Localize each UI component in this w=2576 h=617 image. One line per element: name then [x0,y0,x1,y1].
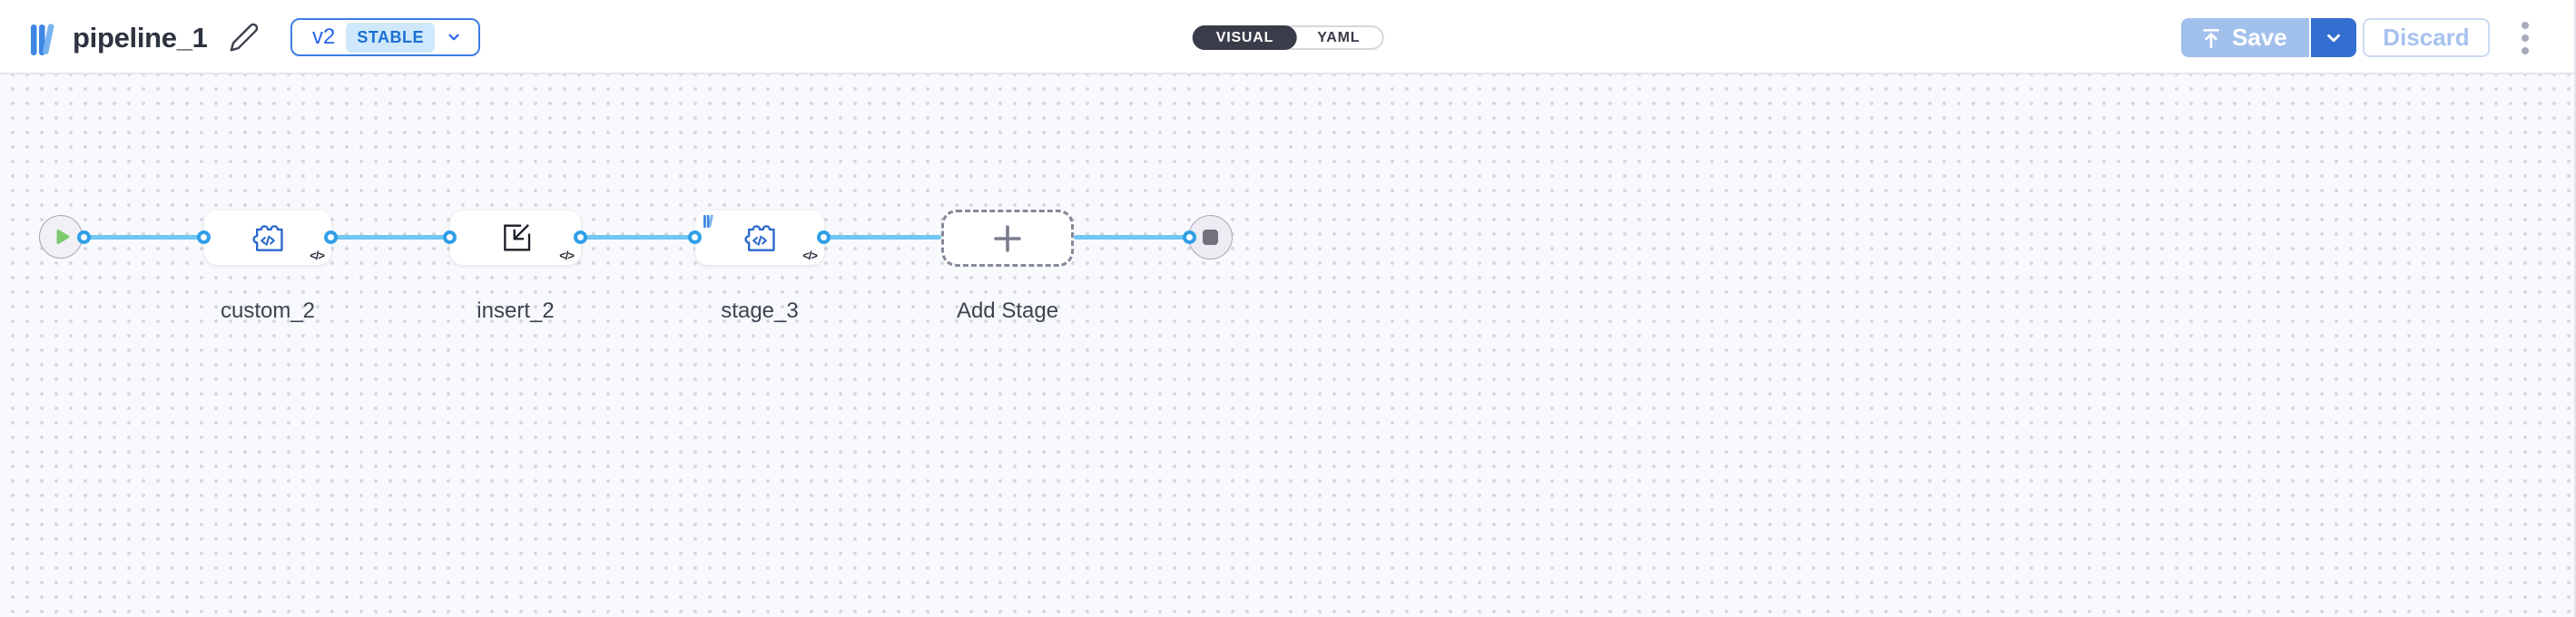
code-glyph: </> [802,249,818,262]
pipeline-start-node[interactable] [39,215,83,259]
code-glyph: </> [559,249,575,262]
save-options-button[interactable] [2310,18,2356,57]
edit-pencil-icon[interactable] [229,22,260,57]
view-mode-toggle: VISUAL YAML [1192,25,1384,50]
chevron-down-icon [2324,28,2344,48]
discard-button[interactable]: Discard [2363,18,2490,57]
tab-visual[interactable]: VISUAL [1192,25,1298,50]
pipeline-canvas[interactable]: </> </> </ [0,74,2576,617]
window-edge-divider [2574,0,2576,617]
add-stage-label: Add Stage [956,299,1059,323]
upload-icon [2199,26,2223,50]
port[interactable] [817,230,831,244]
version-status-badge: STABLE [346,22,436,53]
port[interactable] [197,230,211,244]
tab-yaml[interactable]: YAML [1317,30,1361,45]
add-stage-button[interactable] [941,210,1074,267]
port[interactable] [688,230,702,244]
chevron-down-icon [446,29,462,45]
header-bar: pipeline_1 v2 STABLE VISUAL YAML Save [0,0,2576,74]
edge [1074,235,1190,240]
port[interactable] [574,230,587,244]
edge [581,235,695,240]
stage-label: custom_2 [220,299,316,323]
version-selector[interactable]: v2 STABLE [290,18,481,56]
stage-label: insert_2 [477,299,555,323]
discard-button-label: Discard [2383,24,2470,51]
app-logo-icon [30,23,55,62]
stage-node-stage_3[interactable]: </> [695,211,824,265]
kebab-menu-icon[interactable] [2518,22,2532,54]
puzzle-code-icon [742,220,778,255]
save-split-button: Save [2181,18,2356,57]
edge [331,235,450,240]
stage-node-insert_2[interactable]: </> [450,211,581,265]
version-label: v2 [312,24,336,49]
save-button-label: Save [2232,24,2287,51]
port[interactable] [77,230,91,244]
stop-icon [1203,230,1218,245]
plus-icon [990,221,1025,256]
port[interactable] [324,230,338,244]
edge [84,235,204,240]
import-icon [497,220,534,256]
port[interactable] [443,230,457,244]
port[interactable] [1183,230,1196,244]
connect-logo-badge-icon [702,214,715,233]
save-button[interactable]: Save [2181,18,2311,57]
stage-label: stage_3 [721,299,799,323]
edge [824,235,941,240]
puzzle-code-icon [250,220,286,255]
page-title: pipeline_1 [73,22,208,54]
stage-node-custom_2[interactable]: </> [204,211,331,265]
code-glyph: </> [310,249,325,262]
play-icon [54,228,72,246]
